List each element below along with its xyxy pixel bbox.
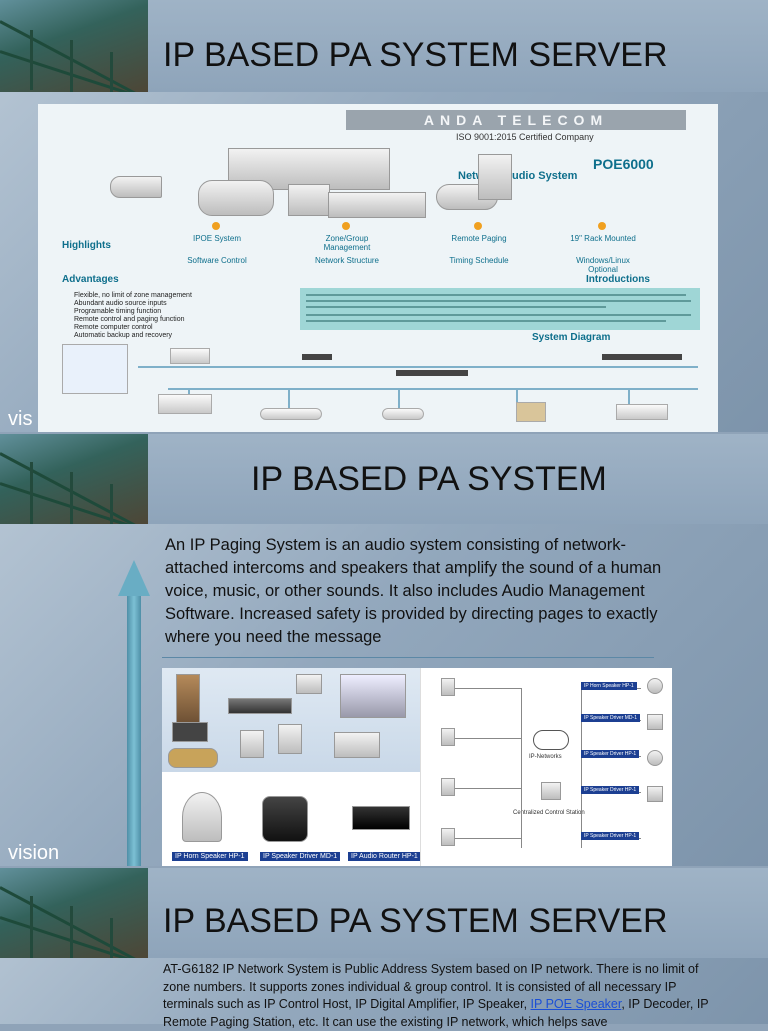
rising-arrow-head [118, 560, 150, 596]
slide-2-title: IP BASED PA SYSTEM [251, 460, 607, 498]
wall-speaker-device [198, 180, 274, 216]
product-subtitle: Network Audio System [458, 170, 578, 182]
slide-3-title: IP BASED PA SYSTEM SERVER [163, 902, 668, 940]
anda-telecom-logo: ANDA TELECOM [346, 110, 686, 130]
product-name: POE6000 [593, 156, 654, 172]
advantages-list: Flexible, no limit of zone management Ab… [74, 292, 192, 339]
highlight-item: Network Structure [314, 256, 380, 265]
paging-mic-device [328, 192, 426, 218]
highlight-item: 19" Rack Mounted [570, 234, 636, 243]
ip-device-lineup: IP Horn Speaker HP-1 IP Speaker Driver M… [162, 772, 421, 866]
ip-network-topology-diagram: IP-Networks Centralized Control Station … [420, 668, 672, 866]
caption-audio-router: IP Audio Router HP-1 [348, 852, 421, 861]
highlights-label: Highlights [62, 240, 111, 251]
highlight-item: Software Control [187, 256, 247, 265]
highlight-item: Remote Paging [451, 234, 507, 243]
bridge-photo [0, 434, 148, 524]
ip-networks-label: IP-Networks [529, 754, 562, 760]
product-photo-grid [162, 668, 420, 772]
iso-certification: ISO 9001:2015 Certified Company [456, 132, 594, 142]
highlight-item: IPOE System [192, 234, 241, 243]
introductions-label: Introductions [586, 274, 650, 285]
highlight-item: Timing Schedule [449, 256, 509, 265]
caption-horn-speaker: IP Horn Speaker HP-1 [172, 852, 248, 861]
horn-speaker-device [110, 176, 162, 198]
ip-poe-speaker-link[interactable]: IP POE Speaker [530, 997, 622, 1011]
system-diagram-label: System Diagram [532, 332, 611, 343]
column-speaker-device [478, 154, 512, 200]
slide-3: IP BASED PA SYSTEM SERVER [0, 868, 768, 1024]
caption-speaker-driver: IP Speaker Driver MD-1 [260, 852, 341, 861]
bridge-photo [0, 0, 148, 92]
highlight-item: Windows/Linux Optional [576, 256, 630, 274]
slide-1-title: IP BASED PA SYSTEM SERVER [163, 36, 668, 74]
ip-paging-description: An IP Paging System is an audio system c… [165, 536, 662, 646]
slide-2-divider [162, 657, 654, 658]
control-station-label: Centralized Control Station [513, 810, 585, 816]
bridge-photo [0, 868, 148, 958]
at-g6182-description: AT-G6182 IP Network System is Public Add… [163, 962, 709, 1029]
introductions-text-box [300, 288, 700, 330]
slide-1: IP BASED PA SYSTEM SERVER n vis ANDA TEL… [0, 0, 768, 432]
product-brochure-image: ANDA TELECOM ISO 9001:2015 Certified Com… [38, 104, 718, 432]
rising-arrow-graphic [127, 594, 141, 866]
slide-1-vision-label: vis [8, 408, 33, 430]
highlight-item: Zone/Group Management [323, 234, 371, 252]
slide-2-vision-label: vision [8, 842, 60, 864]
ip-paging-product-collage: IP Horn Speaker HP-1 IP Speaker Driver M… [162, 668, 672, 866]
advantages-label: Advantages [62, 274, 119, 285]
paging-console-device [288, 184, 330, 216]
